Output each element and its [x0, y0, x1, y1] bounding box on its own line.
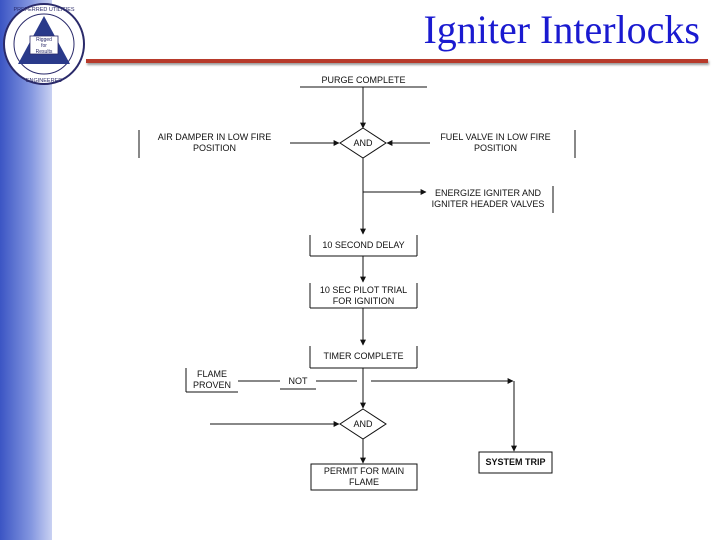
- fuel-valve-line2: POSITION: [473, 143, 517, 153]
- svg-text:ENGINEERED: ENGINEERED: [26, 78, 62, 84]
- fuel-valve-line1: FUEL VALVE IN LOW FIRE: [440, 132, 551, 142]
- energize-line1: ENERGIZE IGNITER AND: [434, 188, 541, 198]
- not-gate-label: NOT: [288, 376, 308, 386]
- timer-complete-label: TIMER COMPLETE: [323, 351, 404, 361]
- svg-text:Rigged: Rigged: [36, 37, 52, 43]
- system-trip-label: SYSTEM TRIP: [485, 457, 546, 467]
- svg-text:PREFERRED UTILITIES: PREFERRED UTILITIES: [13, 7, 74, 13]
- air-damper-label: AIR DAMPER IN LOW FIRE POSITION: [142, 132, 287, 154]
- svg-text:for: for: [41, 43, 47, 49]
- permit-label: PERMIT FOR MAIN FLAME: [311, 466, 417, 488]
- slide-title: Igniter Interlocks: [423, 7, 700, 52]
- and-gate-1-label: AND: [353, 138, 373, 148]
- and-gate-2-label: AND: [353, 419, 373, 429]
- energize-line2: IGNITER HEADER VALVES: [431, 199, 545, 209]
- pilot-trial-label: 10 SEC PILOT TRIAL FOR IGNITION: [310, 285, 417, 307]
- pilot-trial-line2: FOR IGNITION: [332, 296, 395, 306]
- purge-complete-label: PURGE COMPLETE: [321, 75, 406, 85]
- flame-proven-line1: FLAME: [196, 369, 227, 379]
- flame-proven-label: FLAME PROVEN: [186, 369, 238, 391]
- svg-text:Results: Results: [36, 49, 53, 55]
- permit-line2: FLAME: [348, 477, 379, 487]
- air-damper-line1: AIR DAMPER IN LOW FIRE: [157, 132, 272, 142]
- sidebar-gradient: [0, 0, 52, 540]
- title-underline: [86, 59, 708, 63]
- delay-label: 10 SECOND DELAY: [322, 240, 405, 250]
- permit-line1: PERMIT FOR MAIN: [323, 466, 405, 476]
- energize-label: ENERGIZE IGNITER AND IGNITER HEADER VALV…: [428, 188, 548, 210]
- flame-proven-line2: PROVEN: [192, 380, 231, 390]
- permit-box: [310, 463, 418, 491]
- company-logo: PREFERRED UTILITIES Rigged for Results E…: [3, 3, 85, 85]
- pilot-trial-line1: 10 SEC PILOT TRIAL: [319, 285, 408, 295]
- fuel-valve-label: FUEL VALVE IN LOW FIRE POSITION: [428, 132, 563, 154]
- air-damper-line2: POSITION: [192, 143, 236, 153]
- system-trip-box: [478, 451, 553, 474]
